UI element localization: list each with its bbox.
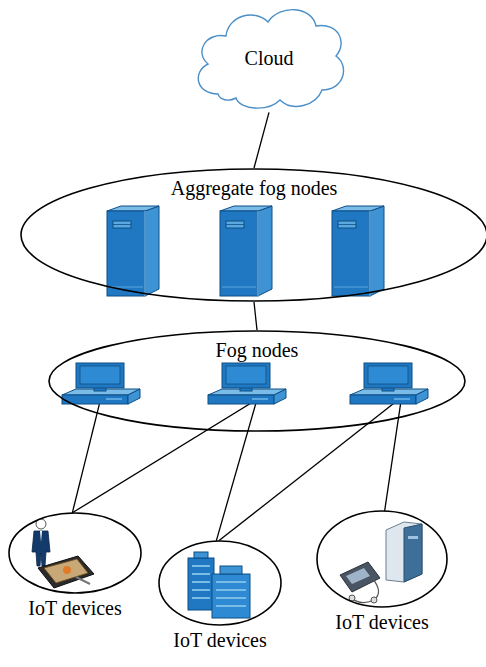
connector-line — [219, 397, 402, 541]
ellipse-outline — [8, 512, 142, 594]
cloud-shape: Cloud — [178, 2, 360, 114]
node-label: IoT devices — [286, 610, 478, 634]
ellipse-outline — [316, 510, 448, 608]
connector-line — [254, 112, 269, 168]
node-label: IoT devices — [128, 628, 312, 652]
server-icons — [107, 206, 384, 296]
connector-line — [72, 397, 101, 513]
outline-stroke — [159, 541, 281, 625]
buildings-icon — [188, 552, 250, 618]
node-label: Aggregate fog nodes — [10, 176, 486, 200]
connector-line — [385, 397, 402, 511]
iot-group: IoT devices — [316, 510, 448, 608]
connector-line — [254, 302, 257, 330]
node-label: Cloud — [178, 46, 360, 70]
connector-line — [216, 399, 257, 541]
node-label: IoT devices — [0, 596, 172, 620]
iot-group: IoT devices — [158, 540, 282, 626]
node-label: Fog nodes — [38, 338, 476, 362]
pc-icons — [62, 363, 428, 404]
router-and-player-icon — [340, 522, 422, 603]
person-with-tablet-icon — [32, 519, 94, 588]
aggregate-fog-band: Aggregate fog nodes — [10, 168, 486, 302]
iot-group: IoT devices — [8, 512, 142, 594]
outline-stroke — [9, 513, 141, 593]
fog-band: Fog nodes — [38, 330, 476, 432]
outline-stroke — [317, 511, 447, 607]
ellipse-outline — [158, 540, 282, 626]
